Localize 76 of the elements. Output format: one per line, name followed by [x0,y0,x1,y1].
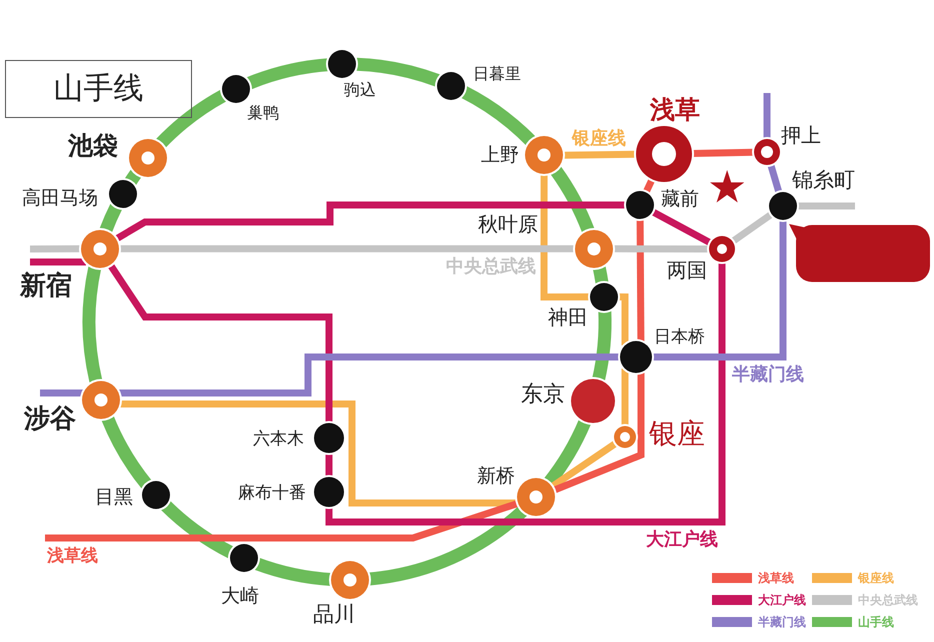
station-name: 秋叶原 [478,214,538,234]
rail-line [45,500,520,542]
rail-line [730,211,774,244]
legend-label: 银座线 [858,572,894,584]
rail-line [613,245,710,252]
rail-line [622,368,628,426]
rail-line [246,58,330,90]
station-name: 池袋 [68,133,118,158]
line-name: 大江户线 [645,531,719,549]
rail-line [650,208,712,246]
rail-line [767,164,782,194]
rail-line [368,506,528,586]
line-name: 银座线 [571,130,627,148]
rail-line [550,166,594,234]
rail-line [82,266,102,383]
station-name: 锦糸町 [792,170,855,191]
rail-line [30,258,86,266]
station-name: 驹込 [344,82,376,98]
rail-line [118,354,620,396]
station-name: 浅草 [650,97,700,122]
rail-line [642,178,656,194]
station-name: 高田马场 [22,188,98,208]
rail-line [118,245,576,252]
station-name: 东京 [521,384,565,406]
rail-line [460,86,536,146]
station-name: 藏前 [661,190,699,209]
rail-line [636,218,644,342]
rail-line [563,150,636,159]
station-name: 日暮里 [472,66,521,82]
legend-label: 大江户线 [758,594,806,606]
star-marker [710,170,744,203]
callout-box [789,222,930,282]
station-name: 押上 [781,125,821,145]
station-name: 日本桥 [654,329,705,346]
station-name: 神田 [548,306,588,327]
rail-line [156,90,227,149]
rail-line [100,203,122,234]
station-name: 新宿 [20,272,72,299]
station-name: 上野 [481,146,519,165]
rail-line [764,93,770,139]
rail-line [124,170,142,186]
legend-label: 浅草线 [758,572,794,584]
map-title: 山手线 [5,60,192,118]
rail-line [114,202,626,242]
legend-label: 中央总武线 [858,594,918,606]
rail-line [692,148,754,157]
station-name: 银座 [649,420,705,448]
rail-line [161,500,234,558]
station-name: 巢鸭 [246,104,279,121]
legend-label: 半藏门线 [758,616,806,628]
rail-line [40,390,84,396]
station-name: 两国 [667,260,707,280]
station-name: 涉谷 [24,406,76,432]
rail-line [326,262,726,526]
rail-line [552,372,644,494]
line-name: 中央总武线 [445,258,537,276]
rail-line [592,266,608,284]
rail-line [618,293,628,346]
rail-line [326,453,332,477]
rail-line [540,174,590,300]
station-name: 新桥 [477,467,515,486]
station-name: 品川 [312,604,355,625]
station-name: 目黑 [95,488,133,507]
line-name: 半藏门线 [731,366,805,384]
legend-label: 山手线 [858,616,894,628]
station-name: 六本木 [253,431,304,448]
rail-line [652,220,786,360]
rail-line [30,245,81,252]
rail-line [107,262,332,423]
rail-line [797,202,855,210]
rail-line [102,415,152,489]
rail-line [356,58,440,87]
station-name: 大崎 [220,586,259,606]
rail-line [254,558,332,586]
line-name: 浅草线 [46,548,99,565]
station-name: 麻布十番 [238,485,306,502]
